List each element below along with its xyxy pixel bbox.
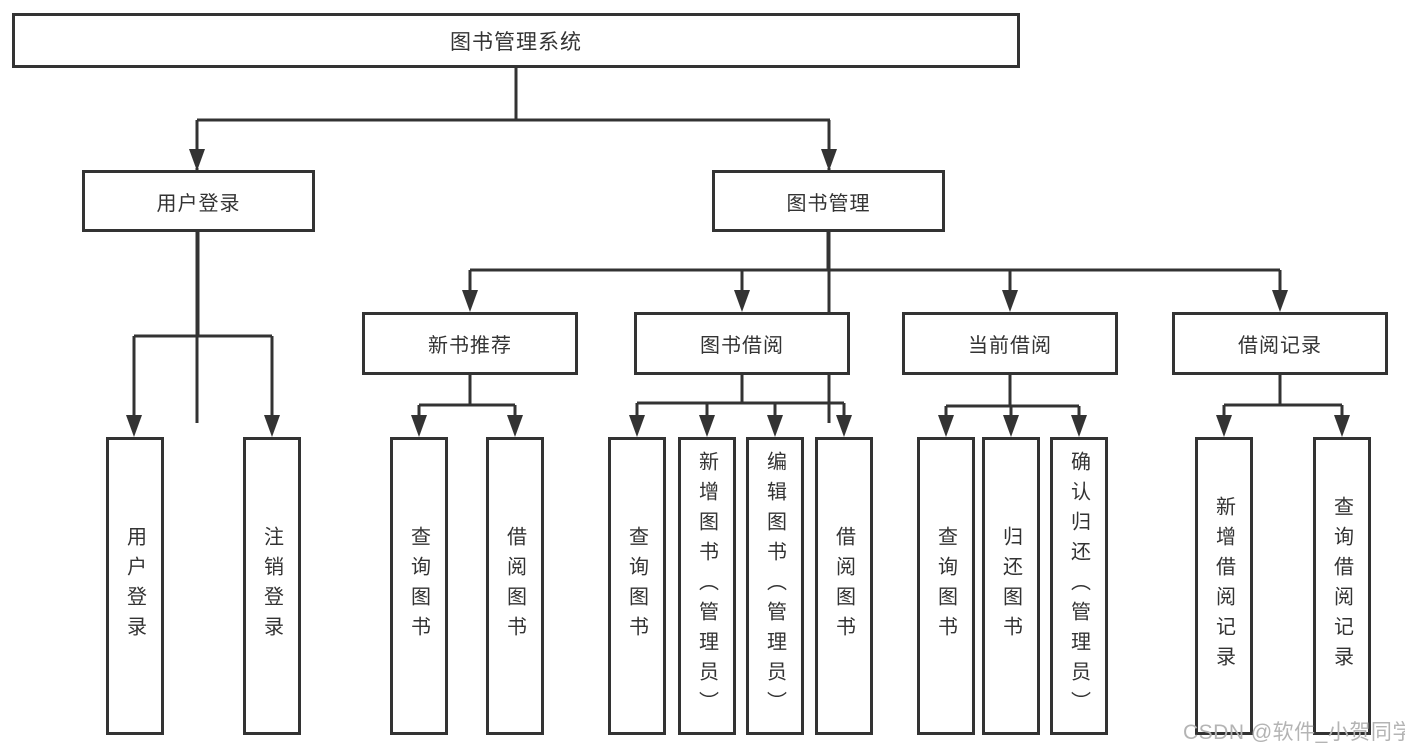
tree-edges-2 <box>132 120 1344 418</box>
leaf-query-book-current: 查询图书 <box>917 437 975 735</box>
leaf-edit-book-admin: 编辑图书（管理员） <box>746 437 804 735</box>
node-borrowing-records: 借阅记录 <box>1172 312 1388 375</box>
leaf-query-book-borrow: 查询图书 <box>608 437 666 735</box>
node-library-management-system: 图书管理系统 <box>12 13 1020 68</box>
leaf-logout: 注销登录 <box>243 437 301 735</box>
leaf-query-book-recommend: 查询图书 <box>390 437 448 735</box>
node-book-borrowing: 图书借阅 <box>634 312 850 375</box>
node-book-management: 图书管理 <box>712 170 945 232</box>
leaf-add-borrow-record: 新增借阅记录 <box>1195 437 1253 735</box>
leaf-return-book: 归还图书 <box>982 437 1040 735</box>
arrow-heads <box>126 149 1350 437</box>
node-user-login: 用户登录 <box>82 170 315 232</box>
leaf-confirm-return-admin: 确认归还（管理员） <box>1050 437 1108 735</box>
node-current-borrowing: 当前借阅 <box>902 312 1118 375</box>
csdn-watermark: CSDN @软件_小贺同学 <box>1183 721 1405 744</box>
leaf-query-borrow-record: 查询借阅记录 <box>1313 437 1371 735</box>
leaf-borrow-book-recommend: 借阅图书 <box>486 437 544 735</box>
leaf-borrow-book: 借阅图书 <box>815 437 873 735</box>
leaf-user-login: 用户登录 <box>106 437 164 735</box>
node-new-book-recommendation: 新书推荐 <box>362 312 578 375</box>
leaf-add-book-admin: 新增图书（管理员） <box>678 437 736 735</box>
